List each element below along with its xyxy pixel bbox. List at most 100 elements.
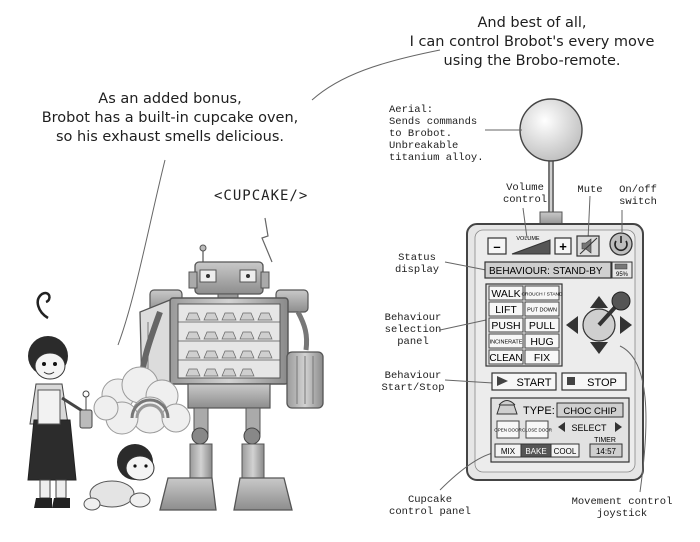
- volume-up-button[interactable]: +: [554, 237, 572, 255]
- behaviour-crouch-button[interactable]: CROUCH / STAND: [522, 285, 563, 301]
- aerial-callout-line: Aerial:: [389, 104, 434, 116]
- volume-slider[interactable]: VOLUME: [511, 236, 551, 255]
- movement-joystick-callout: Movement control joystick: [566, 496, 678, 520]
- cupcake-type-display: CHOC CHIP: [556, 402, 624, 418]
- movement-joystick[interactable]: [566, 291, 632, 354]
- callout-line: Cupcake: [407, 494, 453, 506]
- speech-tail-right: [311, 49, 441, 101]
- speech-left-line-2: Brobot has a built-in cupcake oven,: [41, 110, 299, 126]
- behaviour-walk-button[interactable]: WALK: [488, 285, 524, 301]
- behaviour-selection-panel: WALK CROUCH / STAND LIFT PUT DOWN PUSH P…: [485, 283, 563, 367]
- speech-bubble-left: As an added bonus, Brobot has a built-in…: [30, 90, 310, 147]
- power-icon: [614, 240, 628, 252]
- callout-line: panel: [397, 336, 429, 348]
- behaviour-putdown-button[interactable]: PUT DOWN: [524, 301, 560, 317]
- callout-line: On/off: [619, 184, 657, 196]
- callout-line: Behaviour: [384, 312, 442, 324]
- aerial-callout-line: Unbreakable: [389, 140, 459, 152]
- mute-button[interactable]: [576, 235, 600, 257]
- volume-word: VOLUME: [516, 236, 540, 242]
- behaviour-startstop-callout: Behaviour Start/Stop: [380, 370, 446, 394]
- behaviour-lift-button[interactable]: LIFT: [488, 301, 524, 317]
- battery-percent: 95%: [616, 272, 629, 278]
- behaviour-label: CROUCH / STAND: [522, 292, 563, 298]
- arrow-left-icon: [566, 316, 578, 334]
- callout-line: Movement control: [571, 496, 673, 508]
- callout-line: joystick: [596, 508, 648, 520]
- mix-bake-cool-switch[interactable]: MIX BAKE COOL: [494, 443, 580, 458]
- onoff-callout: On/off switch: [614, 184, 662, 208]
- volume-down-label: –: [493, 239, 500, 254]
- status-display-callout: Status display: [392, 252, 442, 276]
- arrow-up-icon: [590, 296, 608, 308]
- start-label: START: [516, 377, 551, 389]
- girl-character: [27, 291, 93, 508]
- aerial-callout: Aerial: Sends commands to Brobot. Unbrea…: [389, 104, 484, 164]
- timer-value: 14:57: [596, 447, 617, 456]
- speech-right-line-1: And best of all,: [477, 15, 587, 31]
- callout-line: Start/Stop: [381, 382, 445, 394]
- behaviour-label: PUT DOWN: [527, 308, 557, 314]
- behaviour-pull-button[interactable]: PULL: [524, 317, 560, 333]
- behaviour-hug-button[interactable]: HUG: [524, 333, 560, 349]
- speech-right-line-2: I can control Brobot's every move: [409, 34, 655, 50]
- close-door-button[interactable]: CLOSE DOOR: [522, 420, 553, 439]
- signal-bolt: [261, 217, 273, 263]
- cupcake-panel-callout: Cupcake control panel: [380, 494, 480, 518]
- cupcake-select-control[interactable]: SELECT: [558, 422, 622, 433]
- status-text: BEHAVIOUR: STAND-BY: [489, 266, 603, 277]
- arrow-right-icon: [620, 316, 632, 334]
- cool-label: COOL: [554, 447, 577, 456]
- battery-icon: [614, 263, 628, 270]
- volume-down-button[interactable]: –: [487, 237, 507, 255]
- behaviour-label: INCINERATE: [490, 340, 523, 346]
- callout-line: control: [502, 194, 548, 206]
- cupcake-type-value: CHOC CHIP: [563, 406, 616, 417]
- select-left-icon: [558, 422, 565, 432]
- callout-line: switch: [619, 196, 657, 208]
- select-right-icon: [615, 422, 622, 432]
- behaviour-start-button[interactable]: START: [491, 372, 557, 391]
- speech-bubble-right: And best of all, I can control Brobot's …: [392, 14, 672, 71]
- brobot-robot: [137, 244, 324, 511]
- behaviour-label: LIFT: [495, 304, 517, 316]
- cupcake-control-panel: TYPE: CHOC CHIP OPEN DOOR CLOSE DOOR SEL…: [490, 397, 630, 463]
- mix-label: MIX: [501, 447, 516, 456]
- select-label: SELECT: [571, 423, 607, 433]
- speech-left-line-3: so his exhaust smells delicious.: [55, 129, 284, 145]
- behaviour-clean-button[interactable]: CLEAN: [488, 349, 524, 365]
- behaviour-selection-callout: Behaviour selection panel: [382, 312, 444, 348]
- behaviour-push-button[interactable]: PUSH: [488, 317, 524, 333]
- speech-left-line-1: As an added bonus,: [98, 91, 242, 107]
- volume-up-label: +: [559, 239, 567, 254]
- callout-line: Volume: [506, 182, 544, 194]
- power-button[interactable]: [609, 232, 633, 256]
- behaviour-label: PULL: [529, 320, 555, 332]
- behaviour-stop-button[interactable]: STOP: [561, 372, 627, 391]
- aerial-callout-line: titanium alloy.: [389, 152, 484, 164]
- exhaust-cloud: [93, 366, 191, 435]
- type-label: TYPE:: [523, 405, 555, 417]
- callout-line: control panel: [389, 506, 471, 518]
- timer-display: 14:57: [589, 443, 623, 458]
- aerial-ball-icon: [519, 98, 583, 162]
- callout-line: display: [394, 264, 440, 276]
- behaviour-label: PUSH: [491, 320, 520, 332]
- open-door-label: OPEN DOOR: [494, 428, 522, 433]
- behaviour-fix-button[interactable]: FIX: [524, 349, 560, 365]
- aerial-callout-line: Sends commands: [389, 116, 478, 128]
- behaviour-incinerate-button[interactable]: INCINERATE: [488, 333, 524, 349]
- close-door-label: CLOSE DOOR: [522, 428, 553, 433]
- behaviour-label: FIX: [534, 352, 550, 364]
- open-door-button[interactable]: OPEN DOOR: [494, 420, 522, 439]
- status-display: BEHAVIOUR: STAND-BY 95%: [484, 261, 633, 279]
- stop-label: STOP: [587, 377, 617, 389]
- baby-character: [83, 444, 155, 511]
- behaviour-label: WALK: [491, 288, 520, 300]
- cupcake-icon: [496, 400, 518, 415]
- aerial-callout-line: to Brobot.: [389, 128, 453, 140]
- mute-callout: Mute: [573, 184, 607, 196]
- callout-line: Status: [398, 252, 436, 264]
- callout-line: selection: [384, 324, 442, 336]
- bake-label: BAKE: [525, 447, 546, 456]
